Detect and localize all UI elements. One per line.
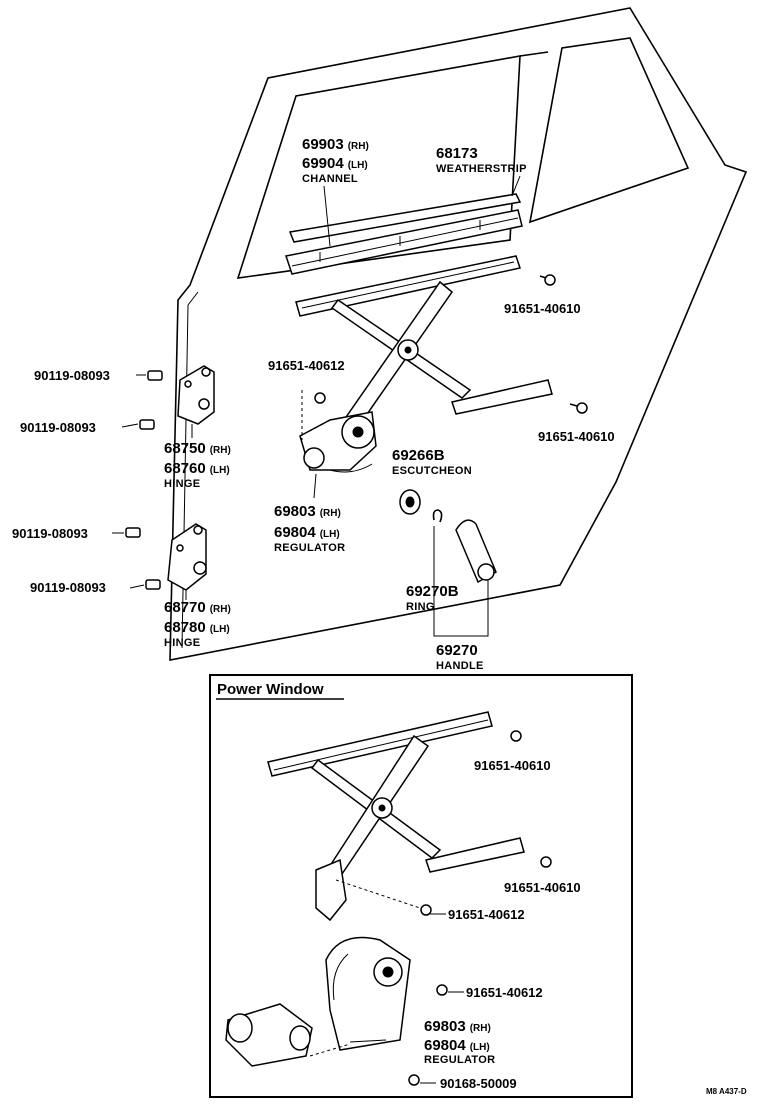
lower-hinge-label: 68770(RH) 68780(LH) HINGE [164, 599, 231, 649]
svg-text:HINGE: HINGE [164, 478, 200, 490]
manual-regulator-assembly [295, 255, 553, 473]
pw-bolt-icon-2 [540, 856, 552, 868]
pw-bolt-label-4: 91651-40612 [466, 985, 543, 1000]
svg-text:WEATHERSTRIP: WEATHERSTRIP [436, 163, 527, 175]
svg-text:69270B: 69270B [406, 583, 459, 600]
screw-icon-3 [125, 527, 141, 538]
lower-hinge-icon [167, 523, 207, 600]
pw-screw-icon [408, 1074, 420, 1086]
svg-text:68760(LH): 68760(LH) [164, 460, 230, 477]
svg-text:69270: 69270 [436, 642, 478, 659]
pw-bolt-label-3: 91651-40612 [448, 907, 525, 922]
pw-screw-label: 90168-50009 [440, 1076, 517, 1091]
screw-label-1: 90119-08093 [34, 368, 110, 383]
svg-text:69266B: 69266B [392, 447, 445, 464]
svg-text:68770(RH): 68770(RH) [164, 599, 231, 616]
svg-text:RING: RING [406, 601, 435, 613]
svg-text:68750(RH): 68750(RH) [164, 440, 231, 457]
svg-text:69803(RH): 69803(RH) [424, 1018, 491, 1035]
channel-label: 69903(RH) 69904(LH) CHANNEL [302, 136, 369, 185]
escutcheon-icon [399, 489, 421, 515]
rear-door-outline [169, 7, 748, 661]
handle-icon [455, 519, 497, 584]
bolt-label-b: 91651-40612 [268, 358, 345, 373]
svg-text:69804(LH): 69804(LH) [274, 524, 340, 541]
pw-bolt-icon-4 [436, 984, 448, 996]
screw-icon-4 [145, 579, 161, 590]
bolt-label-c: 91651-40610 [538, 429, 615, 444]
handle-label: 69270 HANDLE [436, 642, 484, 672]
ring-handle-bracket [433, 526, 489, 637]
svg-text:HANDLE: HANDLE [436, 660, 484, 672]
pw-bolt-label-1: 91651-40610 [474, 758, 551, 773]
svg-text:68173: 68173 [436, 145, 478, 162]
svg-text:HINGE: HINGE [164, 637, 200, 649]
ring-icon [432, 509, 443, 523]
upper-hinge-icon [177, 365, 215, 438]
leader-lines [112, 175, 521, 589]
ring-label: 69270B RING [406, 583, 459, 613]
pw-bolt-icon-1 [510, 730, 522, 742]
svg-text:ESCUTCHEON: ESCUTCHEON [392, 465, 472, 477]
regulator-label: 69803(RH) 69804(LH) REGULATOR [274, 503, 345, 554]
screw-icon-2 [139, 419, 155, 430]
window-motor-icon [225, 1003, 313, 1067]
upper-hinge-label: 68750(RH) 68760(LH) HINGE [164, 440, 231, 490]
svg-text:REGULATOR: REGULATOR [274, 542, 345, 554]
figure-caption: M8 A437-D [706, 1087, 747, 1096]
svg-text:69903(RH): 69903(RH) [302, 136, 369, 153]
bolt-label-a: 91651-40610 [504, 301, 581, 316]
bolt-icon-a [539, 274, 556, 286]
screw-label-4: 90119-08093 [30, 580, 106, 595]
svg-text:69804(LH): 69804(LH) [424, 1037, 490, 1054]
pw-bolt-icon-3 [420, 904, 432, 916]
escutcheon-label: 69266B ESCUTCHEON [392, 447, 472, 477]
pw-bolt-label-2: 91651-40610 [504, 880, 581, 895]
svg-text:CHANNEL: CHANNEL [302, 173, 358, 185]
bolt-icon-b [301, 390, 326, 440]
screw-icon-1 [147, 370, 163, 381]
bolt-icon-c [569, 402, 588, 414]
weatherstrip-label: 68173 WEATHERSTRIP [436, 145, 527, 175]
svg-text:REGULATOR: REGULATOR [424, 1054, 495, 1066]
pw-regulator-label: 69803(RH) 69804(LH) REGULATOR [424, 1018, 495, 1066]
screw-label-2: 90119-08093 [20, 420, 96, 435]
power-window-title: Power Window [217, 681, 324, 698]
power-window-panel: Power Window [209, 674, 633, 1098]
svg-text:69904(LH): 69904(LH) [302, 155, 368, 172]
screw-label-3: 90119-08093 [12, 526, 88, 541]
svg-text:68780(LH): 68780(LH) [164, 619, 230, 636]
svg-text:69803(RH): 69803(RH) [274, 503, 341, 520]
